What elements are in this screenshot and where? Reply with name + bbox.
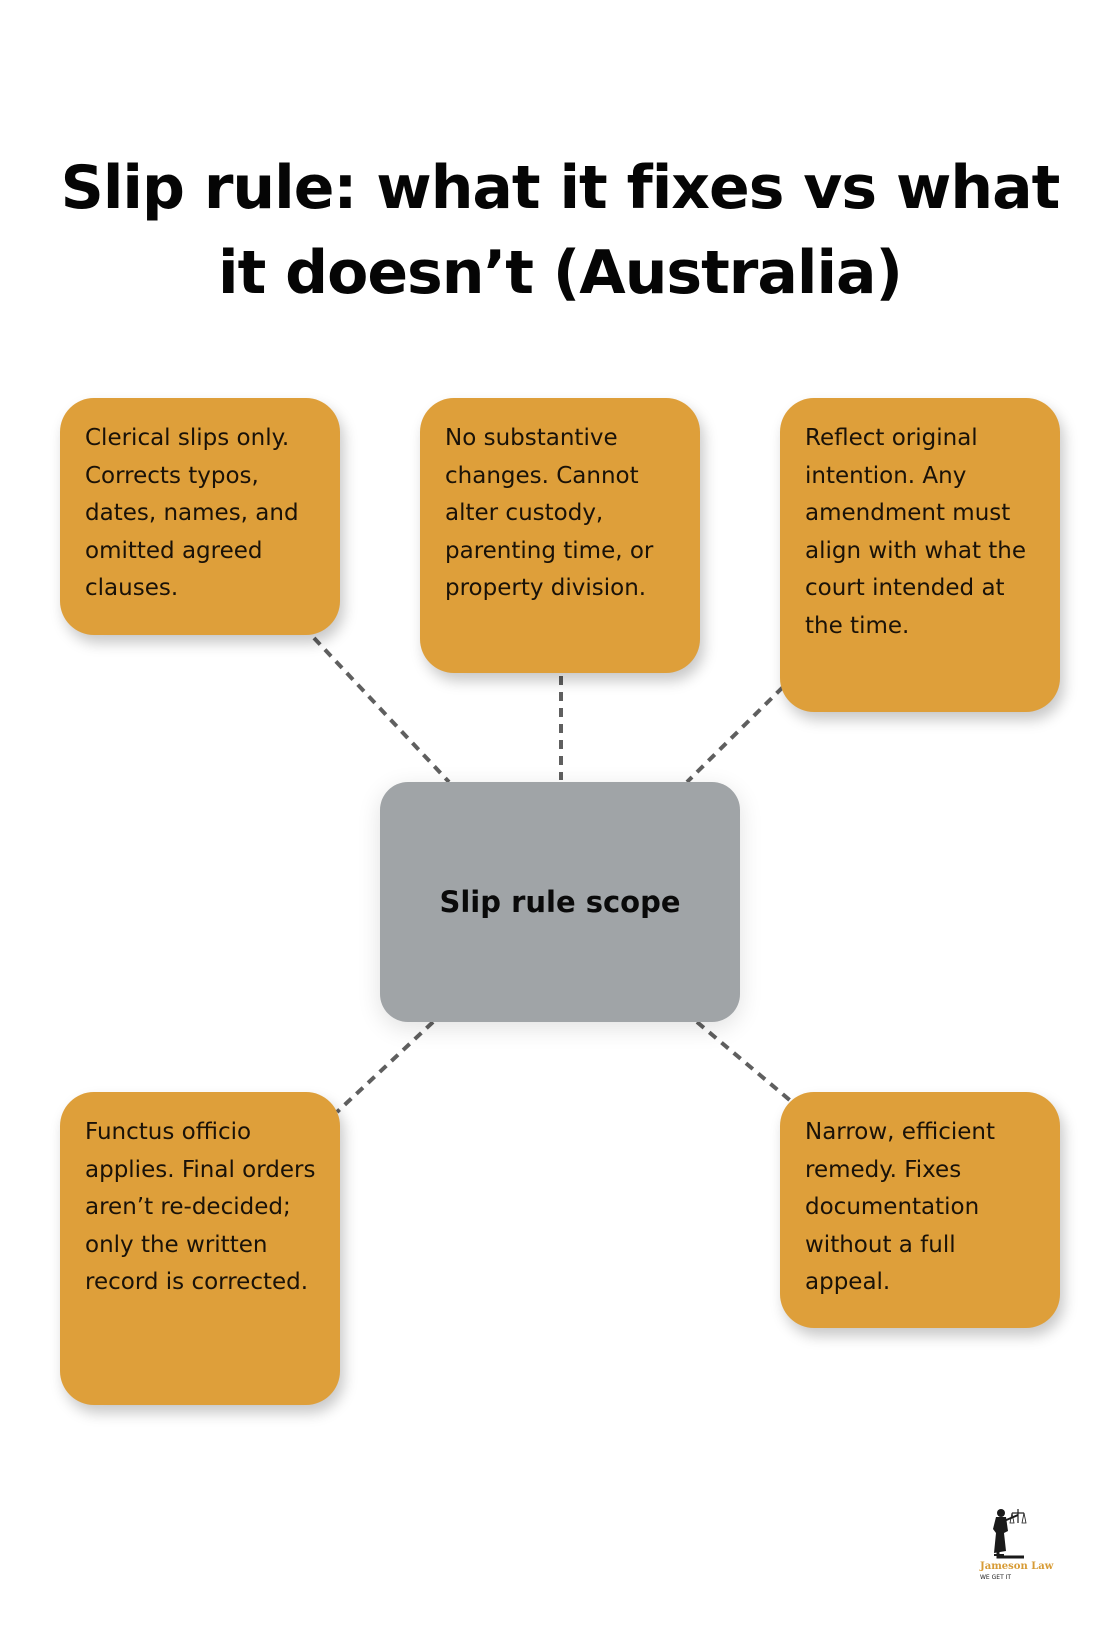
connector-narrow-remedy [695,1020,794,1104]
title-line-2: it doesn’t (Australia) [218,238,903,309]
connector-clerical [312,636,451,784]
node-text: Clerical slips only. Corrects typos, dat… [85,425,299,601]
title-line-1: Slip rule: what it fixes vs what [60,153,1061,224]
connector-original-intention [685,685,785,784]
node-text: No substantive changes. Cannot alter cus… [445,425,654,601]
node-original-intention: Reflect original intention. Any amendmen… [780,398,1060,712]
node-functus-officio: Functus officio applies. Final orders ar… [60,1092,340,1405]
brand-logo: Jameson Law WE GET IT [968,1503,1068,1588]
connector-functus-officio [335,1020,435,1114]
node-narrow-remedy: Narrow, efficient remedy. Fixes document… [780,1092,1060,1328]
node-clerical: Clerical slips only. Corrects typos, dat… [60,398,340,635]
brand-name: Jameson Law [980,1561,1054,1572]
lady-justice-icon [993,1509,1027,1559]
node-text: Narrow, efficient remedy. Fixes document… [805,1119,995,1295]
page-title: Slip rule: what it fixes vs what it does… [0,146,1120,316]
node-no-substantive: No substantive changes. Cannot alter cus… [420,398,700,673]
center-node: Slip rule scope [380,782,740,1022]
center-label: Slip rule scope [439,885,681,919]
brand-tagline: WE GET IT [980,1574,1012,1581]
node-text: Functus officio applies. Final orders ar… [85,1119,316,1295]
node-text: Reflect original intention. Any amendmen… [805,425,1027,639]
